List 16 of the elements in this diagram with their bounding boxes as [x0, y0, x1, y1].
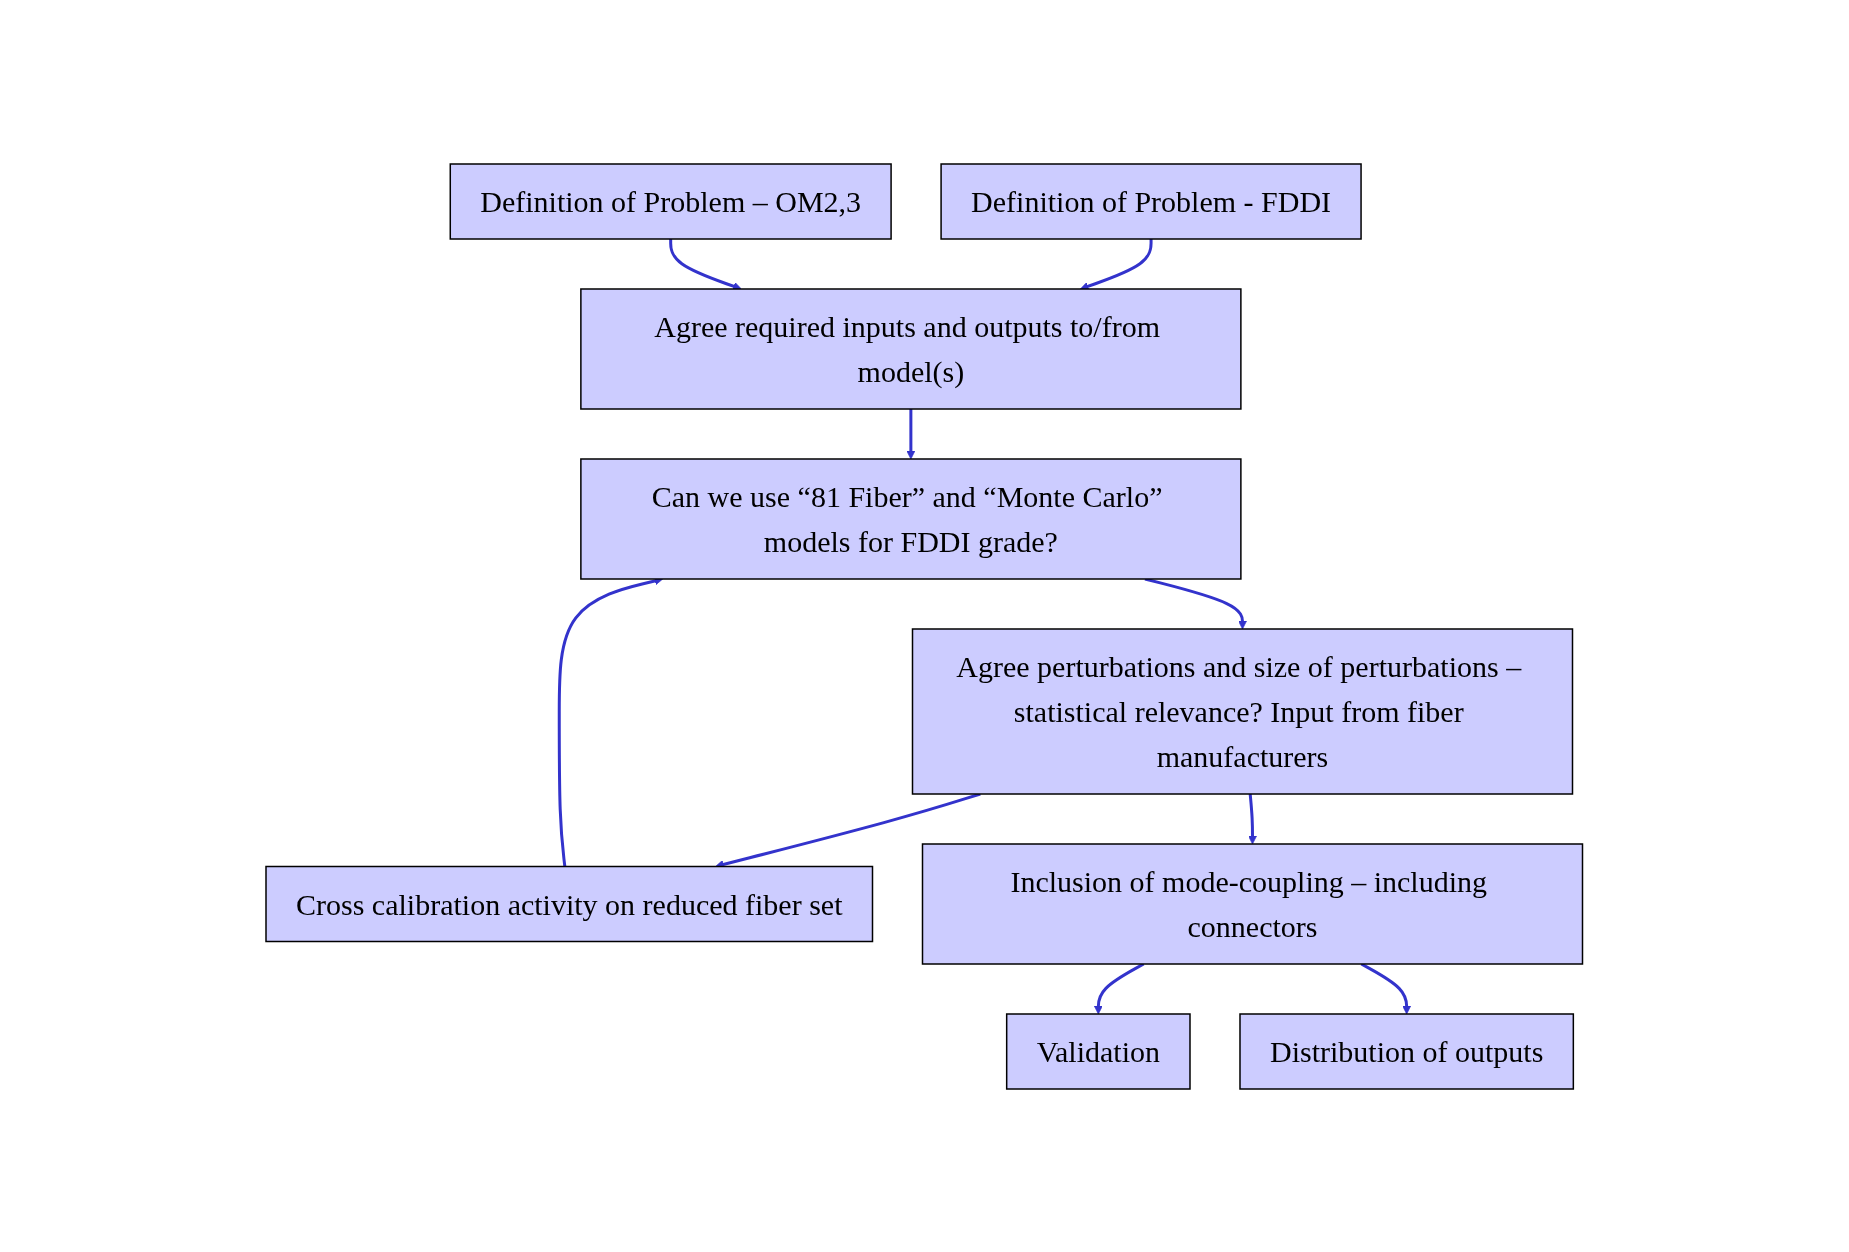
node-box: Definition of Problem – OM2,3: [449, 162, 893, 240]
node-box: Distribution of outputs: [1239, 1012, 1575, 1090]
node-box: Agree required inputs and outputs to/from model(s): [580, 287, 1242, 410]
arrow: [669, 238, 742, 290]
arrow: [1094, 962, 1145, 1014]
node-box: Inclusion of mode-coupling – including connectors: [922, 842, 1584, 965]
node-box: Cross calibration activity on reduced fiber set: [265, 865, 874, 942]
node-box: Agree perturbations and size of perturbations – statistical relevance? Input from fiber manufacturers: [912, 627, 1574, 795]
arrow: [1080, 238, 1153, 290]
node-box: Can we use “81 Fiber” and “Monte Carlo” models for FDDI grade?: [580, 457, 1242, 580]
arrow: [1248, 793, 1258, 844]
node-box: Validation: [1006, 1012, 1191, 1090]
arrow: [1360, 962, 1412, 1014]
arrow: [906, 408, 916, 459]
arrow: [1144, 577, 1248, 629]
node-box: Definition of Problem - FDDI: [940, 162, 1363, 240]
